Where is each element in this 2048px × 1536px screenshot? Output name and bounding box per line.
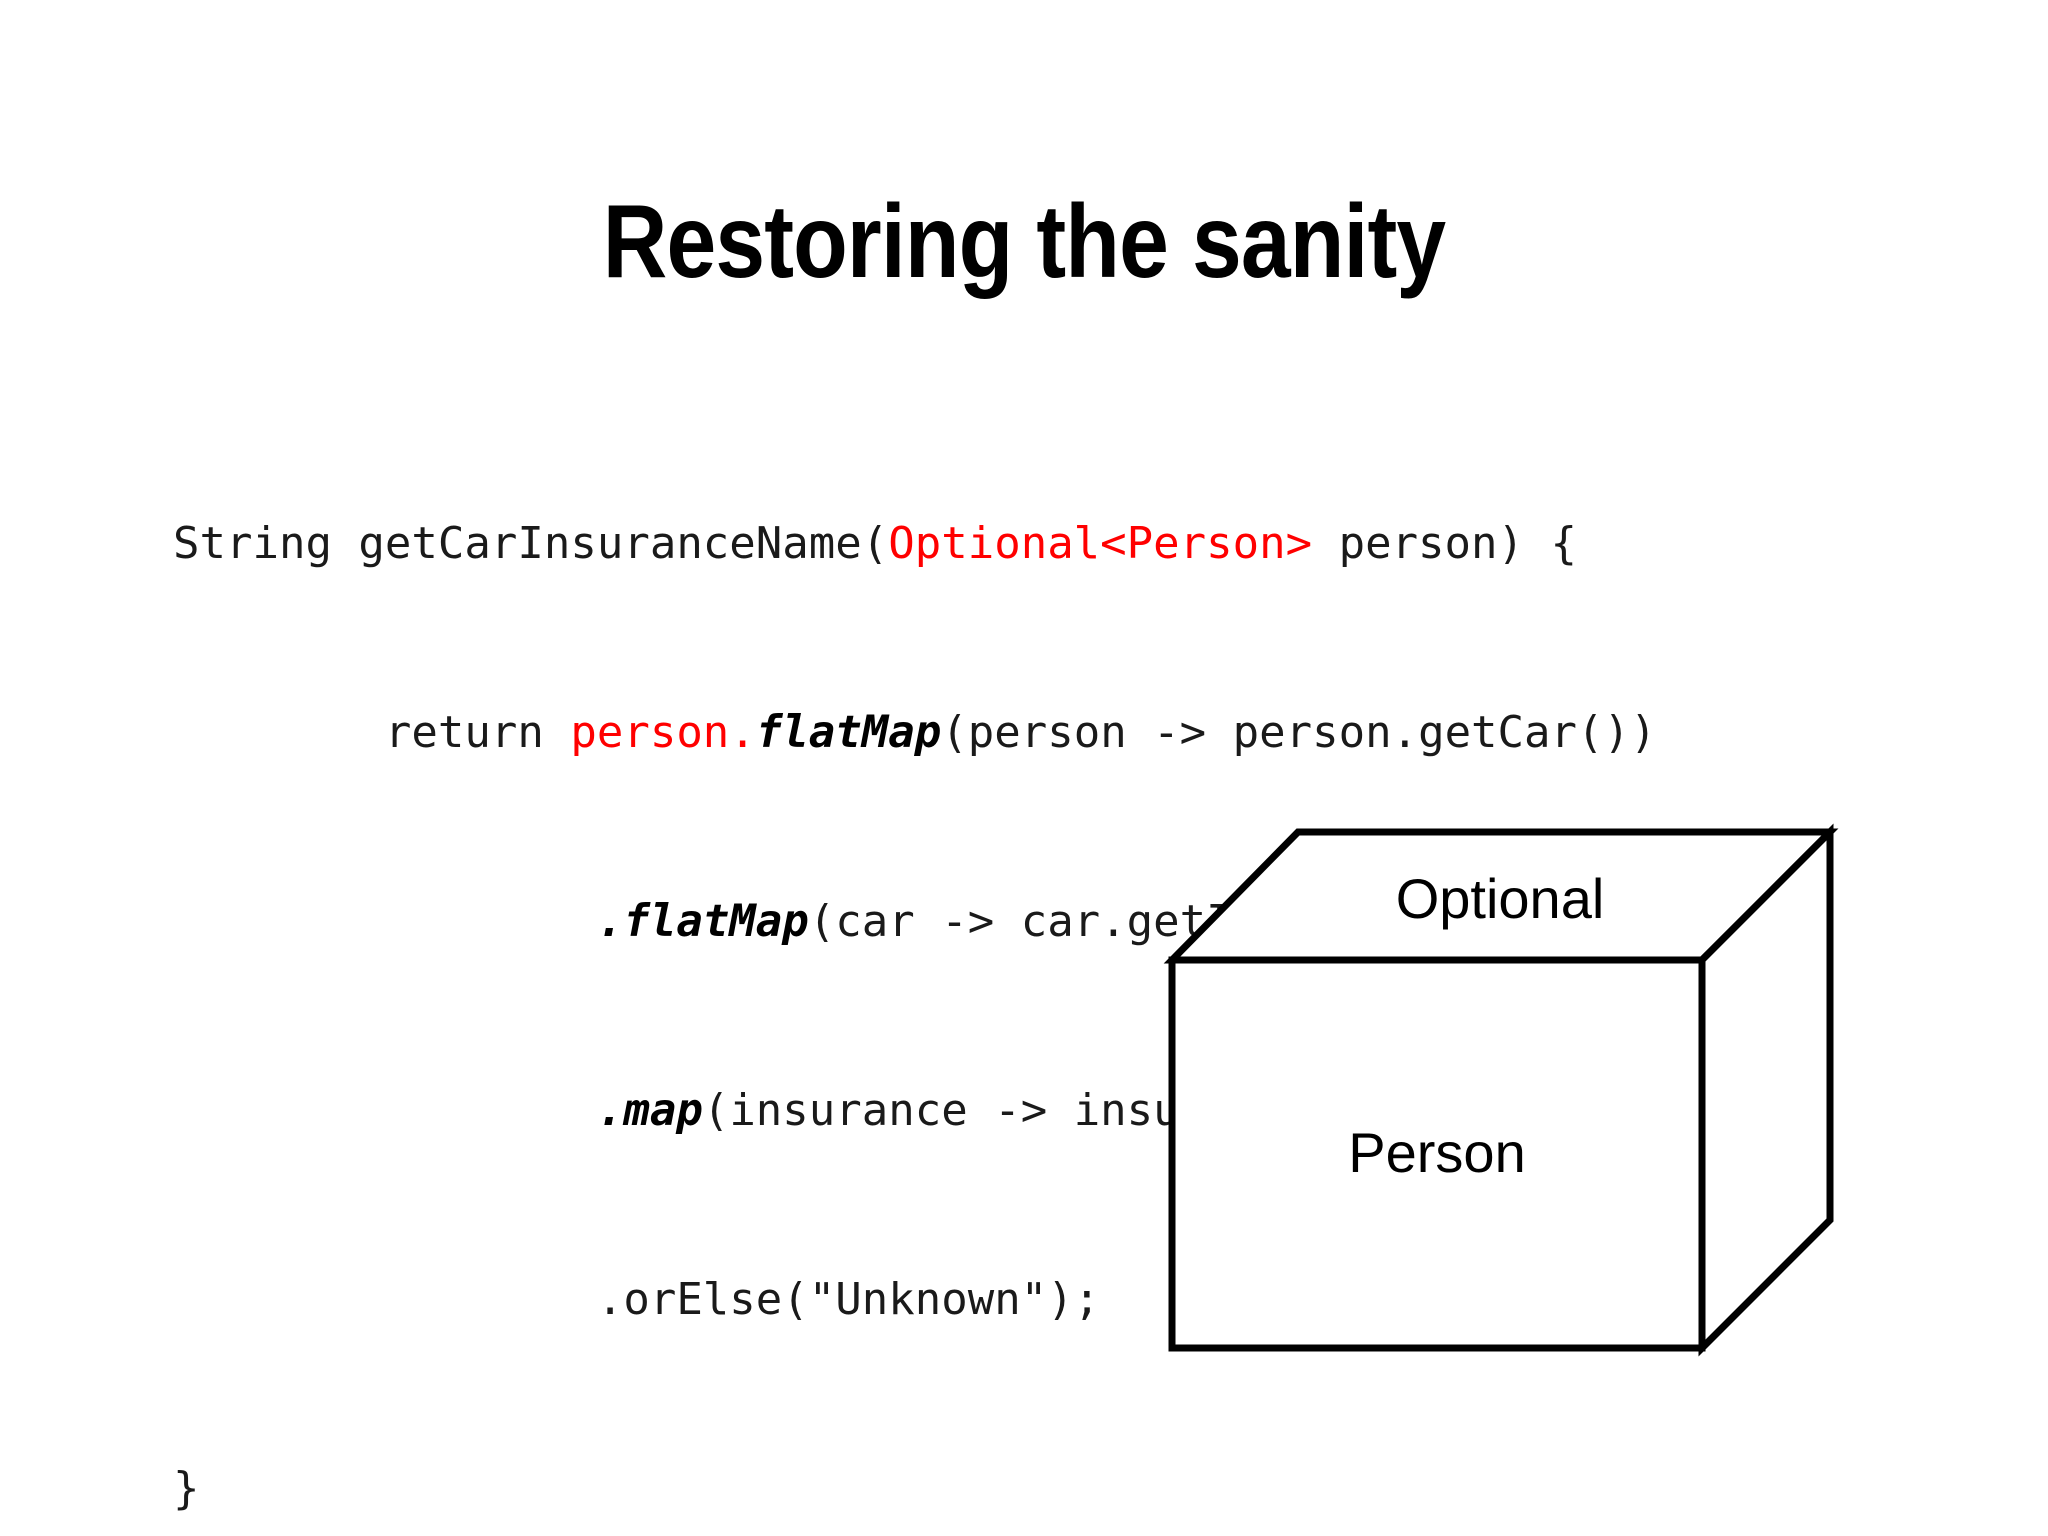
page-title: Restoring the sanity — [602, 183, 1446, 300]
code-line: return person.flatMap(person -> person.g… — [173, 701, 1657, 764]
code-line: String getCarInsuranceName(Optional<Pers… — [173, 512, 1657, 575]
code-token-person-var: person — [570, 707, 730, 758]
code-token-dot: . — [596, 896, 624, 947]
code-line: .orElse("Unknown"); — [173, 1268, 1657, 1331]
code-line: } — [173, 1457, 1657, 1520]
code-token-orelse: .orElse("Unknown"); — [596, 1274, 1101, 1325]
code-indent — [173, 896, 597, 947]
optional-person-box-diagram: Optional Person — [1140, 800, 1870, 1380]
code-indent — [173, 1274, 597, 1325]
code-token-signature-tail: person) { — [1312, 518, 1577, 569]
code-token-lambda-getcar: (person -> person.getCar()) — [941, 707, 1657, 758]
code-indent — [173, 707, 385, 758]
box-front-label: Person — [1348, 1121, 1525, 1184]
code-token-map: map — [623, 1085, 703, 1136]
code-indent — [173, 1085, 597, 1136]
code-token-closing-brace: } — [173, 1463, 200, 1514]
code-token-flatmap: flatMap — [623, 896, 809, 947]
code-token-dot: . — [729, 707, 756, 758]
code-token-optional-person: Optional<Person> — [888, 518, 1313, 569]
code-token-return: return — [384, 707, 571, 758]
code-token-dot: . — [596, 1085, 624, 1136]
code-token-flatmap: flatMap — [755, 707, 942, 758]
box-front-face — [1168, 956, 1706, 1352]
box-top-label: Optional — [1396, 867, 1605, 930]
code-token-signature-head: String getCarInsuranceName( — [173, 518, 889, 569]
